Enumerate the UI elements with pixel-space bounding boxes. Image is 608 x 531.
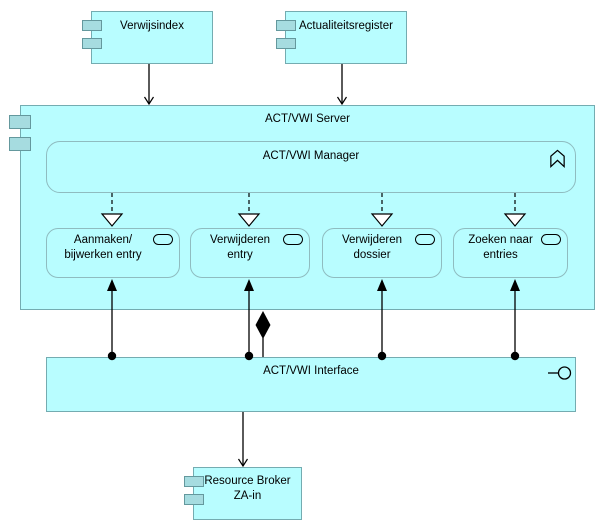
application-service-icon (415, 234, 435, 245)
component-icon-tab (276, 20, 296, 31)
node-actualiteitsregister: Actualiteitsregister (276, 11, 407, 64)
service-label-line: dossier (353, 249, 391, 261)
application-function-icon (550, 149, 565, 168)
node-resource-broker-za-in: Resource Broker ZA-in (184, 467, 302, 520)
component-icon-tab (184, 494, 204, 505)
service-label-line: Zoeken naar (468, 234, 533, 246)
resource-broker-label: Resource Broker ZA-in (194, 468, 301, 504)
node-verwijsindex: Verwijsindex (82, 11, 213, 64)
interface-label: ACT/VWI Interface (263, 365, 359, 377)
service-label-line: entry (227, 249, 253, 261)
server-label: ACT/VWI Server (265, 113, 350, 125)
node-act-vwi-manager: ACT/VWI Manager (46, 141, 576, 193)
verwijsindex-label: Verwijsindex (120, 20, 184, 32)
node-service-verwijderen-dossier: Verwijderen dossier (322, 228, 442, 278)
arrow-interface-to-resource-broker (237, 412, 249, 468)
resource-broker-label-line: Resource Broker (204, 475, 291, 487)
service-label: Zoeken naar entries (454, 229, 567, 263)
service-label: Verwijderen dossier (323, 229, 441, 263)
component-icon-tab (82, 38, 102, 49)
component-icon-tab (82, 20, 102, 31)
service-label-line: bijwerken entry (64, 249, 142, 261)
node-act-vwi-server: ACT/VWI Server (9, 105, 595, 310)
manager-label: ACT/VWI Manager (262, 150, 360, 162)
service-label: Aanmaken/ bijwerken entry (47, 229, 179, 263)
service-label-line: Aanmaken/ (73, 234, 133, 246)
service-label-line: Verwijderen (341, 234, 403, 246)
node-service-verwijderen-entry: Verwijderen entry (190, 228, 310, 278)
actualiteitsregister-label: Actualiteitsregister (299, 20, 393, 32)
component-icon-tab (184, 476, 204, 487)
service-label-line: Verwijderen (209, 234, 271, 246)
node-service-zoeken-naar-entries: Zoeken naar entries (453, 228, 568, 278)
application-service-icon (541, 234, 561, 245)
arrow-verwijsindex-to-server (143, 64, 155, 106)
application-service-icon (153, 234, 173, 245)
service-label-line: entries (483, 249, 518, 261)
node-act-vwi-interface: ACT/VWI Interface (46, 357, 576, 412)
application-interface-icon (548, 366, 572, 380)
component-icon-tab (9, 137, 31, 151)
node-service-aanmaken-bijwerken-entry: Aanmaken/ bijwerken entry (46, 228, 180, 278)
component-icon-tab (9, 115, 31, 129)
application-service-icon (283, 234, 303, 245)
component-icon-tab (276, 38, 296, 49)
service-label: Verwijderen entry (191, 229, 309, 263)
composition-server-interface (255, 311, 271, 357)
resource-broker-label-line: ZA-in (233, 490, 262, 502)
arrow-actualiteitsregister-to-server (336, 64, 348, 106)
